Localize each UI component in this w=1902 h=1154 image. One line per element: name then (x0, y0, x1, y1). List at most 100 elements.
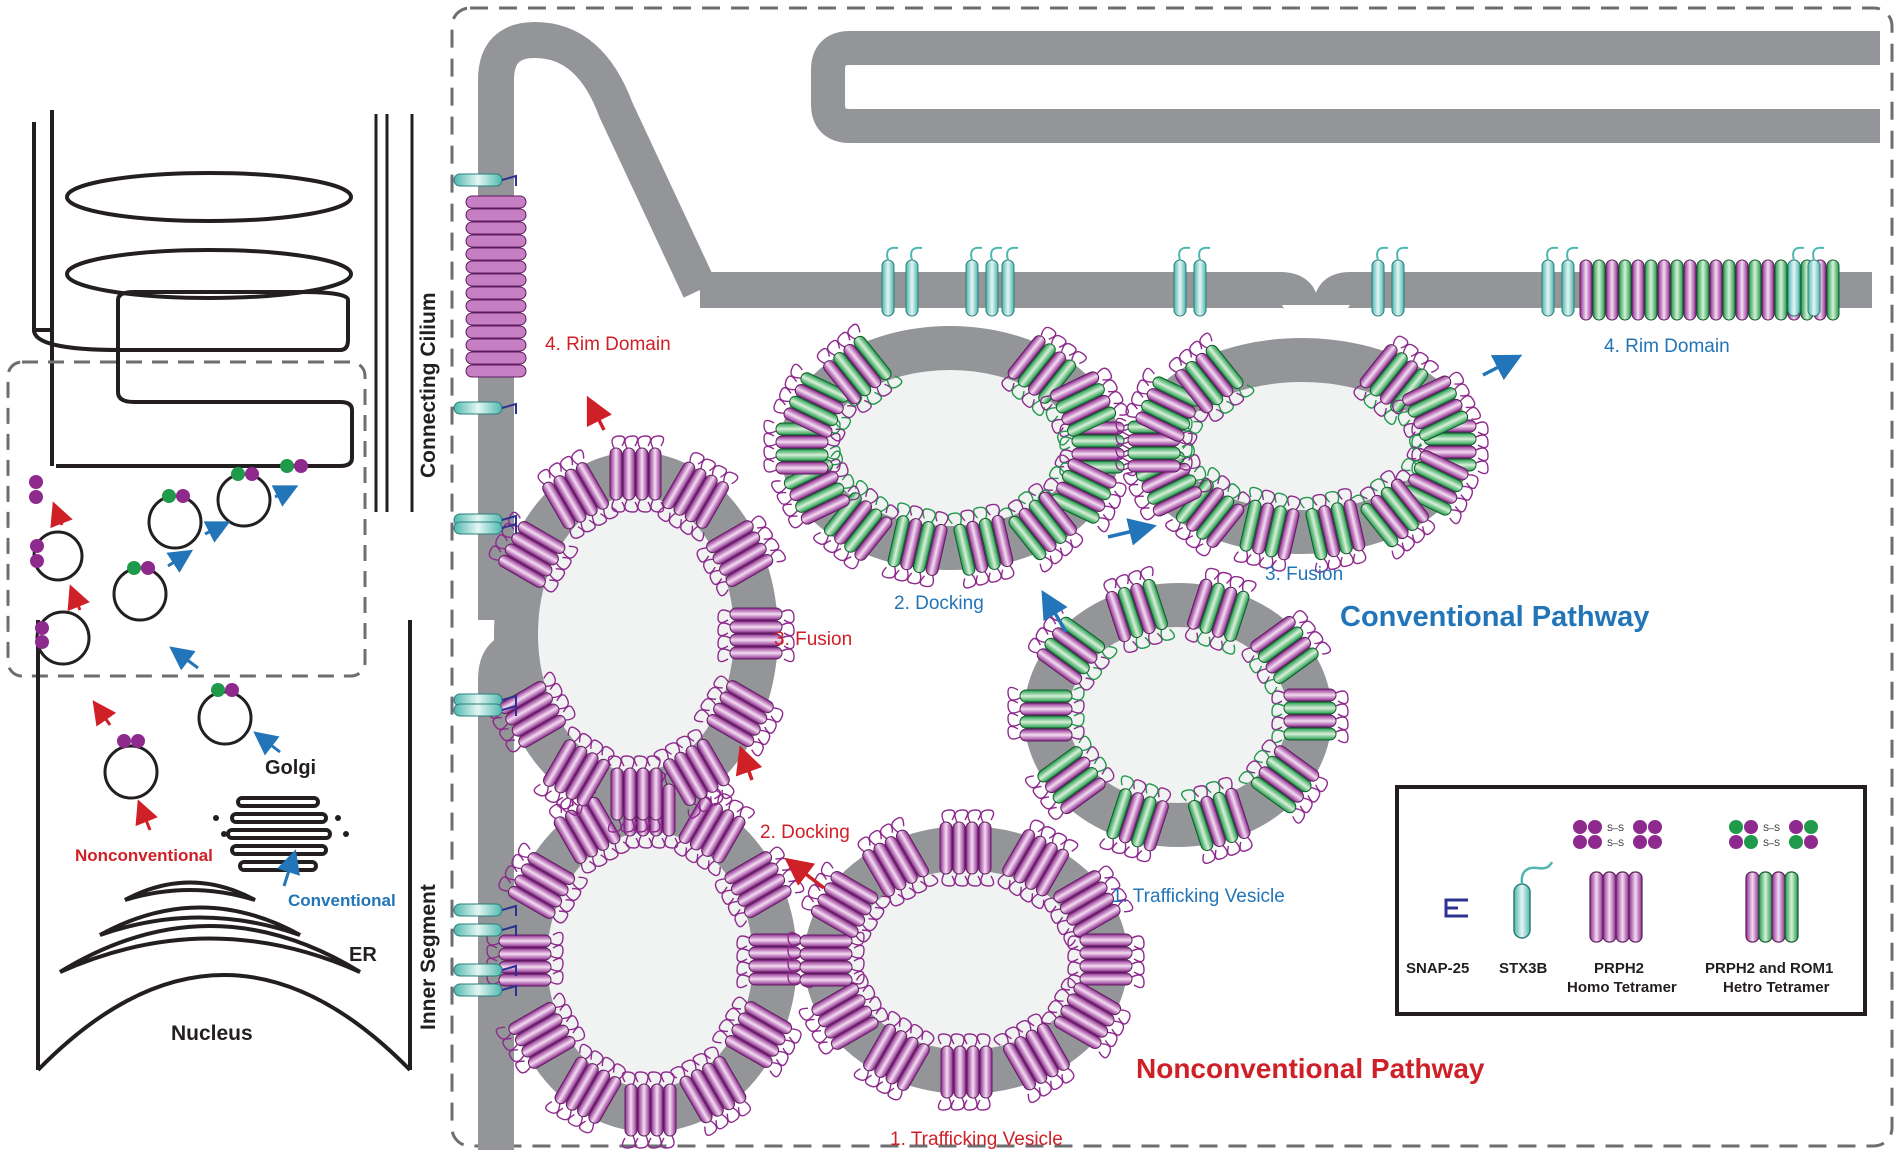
prph2-tetramer (1067, 933, 1145, 989)
golgi-stack (226, 796, 332, 872)
prph2-tetramer (798, 973, 889, 1055)
legend-snap25: SNAP-25 (1406, 960, 1469, 977)
stx3b-snap25 (905, 246, 923, 317)
prph2-rom1-tetramer (1040, 367, 1130, 446)
nonconventional-label: Nonconventional (75, 846, 213, 865)
prph2-tetramer (486, 931, 564, 987)
nonconv-step-2: 2. Docking (760, 822, 850, 843)
stx3b-snap25 (1541, 246, 1559, 317)
rim-tetramer (465, 260, 527, 274)
legend-stx3b: STX3B (1499, 960, 1548, 977)
rim-tetramer (465, 195, 527, 209)
rim-tetramer (465, 247, 527, 261)
prph2-rom1-tetramer (997, 483, 1084, 573)
stx3b-snap25 (453, 963, 517, 977)
rim-tetramer (1735, 259, 1749, 321)
nucleus-label: Nucleus (171, 1022, 253, 1045)
rim-tetramer (1618, 259, 1632, 321)
rim-tetramer (465, 299, 527, 313)
legend: S–S S–S S–S S–S SNAP-25 STX3B PRPH2 Homo… (1395, 785, 1867, 1016)
prph2-rom1-tetramer (1392, 371, 1482, 450)
prph2-rom1-tetramer (1184, 567, 1257, 655)
nonconv-step-1: 1. Trafficking Vesicle (890, 1129, 1063, 1150)
legend-prph2-2: Homo Tetramer (1567, 979, 1677, 996)
rim-tetramer (1696, 259, 1710, 321)
stx3b-snap25 (453, 923, 517, 937)
disc-membrane-outline (32, 110, 54, 332)
prph2-tetramer (548, 783, 630, 874)
stx3b-snap25 (453, 401, 517, 415)
prph2-rom1-tetramer (816, 323, 903, 413)
prph2-tetramer (653, 729, 735, 819)
conv-step-1: 1. Trafficking Vesicle (1112, 886, 1285, 907)
snare-layer (453, 173, 1825, 997)
arrow-blue (1041, 589, 1068, 633)
rim-tetramer (465, 338, 527, 352)
nonconventional-pathway-title: Nonconventional Pathway (1136, 1053, 1485, 1084)
legend-prph2-1: PRPH2 (1594, 960, 1644, 977)
stx3b-snap25 (1001, 246, 1019, 317)
detail-panel-border (450, 6, 1894, 1148)
prph2-tetramer (939, 809, 995, 887)
stx3b-snap25 (453, 983, 517, 997)
stx3b-snap25 (1173, 246, 1191, 317)
prph2-tetramer (693, 675, 784, 757)
cell-overview: Nonconventional Conventional Golgi ER Nu… (6, 110, 440, 1072)
prph2-rom1-tetramer (1103, 566, 1176, 653)
prph2-rom1-tetramer (1037, 454, 1127, 533)
prph2-tetramer (712, 996, 802, 1078)
prph2-tetramer (801, 861, 891, 943)
prph2-rom1-hetero-icon: S–S S–S (1729, 820, 1818, 943)
rim-tetramer (465, 221, 527, 235)
connecting-cilium-label: Connecting Cilium (417, 293, 440, 479)
rim-tetramer (1631, 259, 1645, 321)
disc-ellipse (65, 171, 353, 223)
snap25-icon (1444, 898, 1468, 918)
prph2-rom1-tetramer (813, 479, 899, 570)
golgi-label: Golgi (265, 757, 316, 779)
rim-tetramer (465, 273, 527, 287)
prph2-tetramer (1043, 865, 1134, 947)
rim-tetramer (1826, 259, 1840, 321)
prph2-tetramer (657, 452, 739, 542)
prph2-tetramer (495, 992, 586, 1074)
stx3b-snap25 (453, 173, 517, 187)
nucleus-outline (36, 973, 412, 1072)
prph2-tetramer (609, 435, 665, 513)
prph2-tetramer (857, 816, 939, 907)
disulfide-label: S–S (1763, 838, 1780, 848)
tetramer-layer (465, 195, 1840, 1149)
prph2-tetramer (696, 515, 787, 597)
prph2-tetramer (993, 1013, 1075, 1104)
conv-step-2: 2. Docking (894, 593, 984, 614)
rim-tetramer (1761, 259, 1775, 321)
er-membrane (58, 924, 362, 974)
prph2-rom1-tetramer (947, 503, 1015, 589)
nonconv-step-3: 3. Fusion (774, 629, 852, 650)
conv-step-3: 3. Fusion (1265, 564, 1343, 585)
prph2-rom1-tetramer (1349, 470, 1436, 560)
arrow-red (586, 395, 612, 431)
rim-tetramer (1774, 259, 1788, 321)
nonconv-step-4: 4. Rim Domain (545, 334, 671, 355)
arrow-blue (1482, 354, 1523, 381)
disulfide-label: S–S (1607, 823, 1624, 833)
prph2-tetramer (537, 449, 619, 539)
prph2-rom1-tetramer (1125, 367, 1215, 446)
stx3b-icon (1513, 861, 1554, 939)
prph2-tetramer (545, 1043, 627, 1134)
prph2-tetramer (607, 755, 663, 833)
arrow-red (784, 857, 826, 890)
rim-tetramer (1657, 259, 1671, 321)
prph2-rom1-tetramer (770, 450, 860, 529)
disulfide-label: S–S (1763, 823, 1780, 833)
conventional-label: Conventional (288, 891, 396, 910)
prph2-tetramer (787, 931, 865, 987)
er-label: ER (349, 944, 377, 966)
prph2-tetramer (853, 1010, 935, 1101)
rim-tetramer (1722, 259, 1736, 321)
disulfide-label: S–S (1607, 838, 1624, 848)
rim-tetramer (465, 208, 527, 222)
prph2-rom1-tetramer (1168, 332, 1255, 422)
